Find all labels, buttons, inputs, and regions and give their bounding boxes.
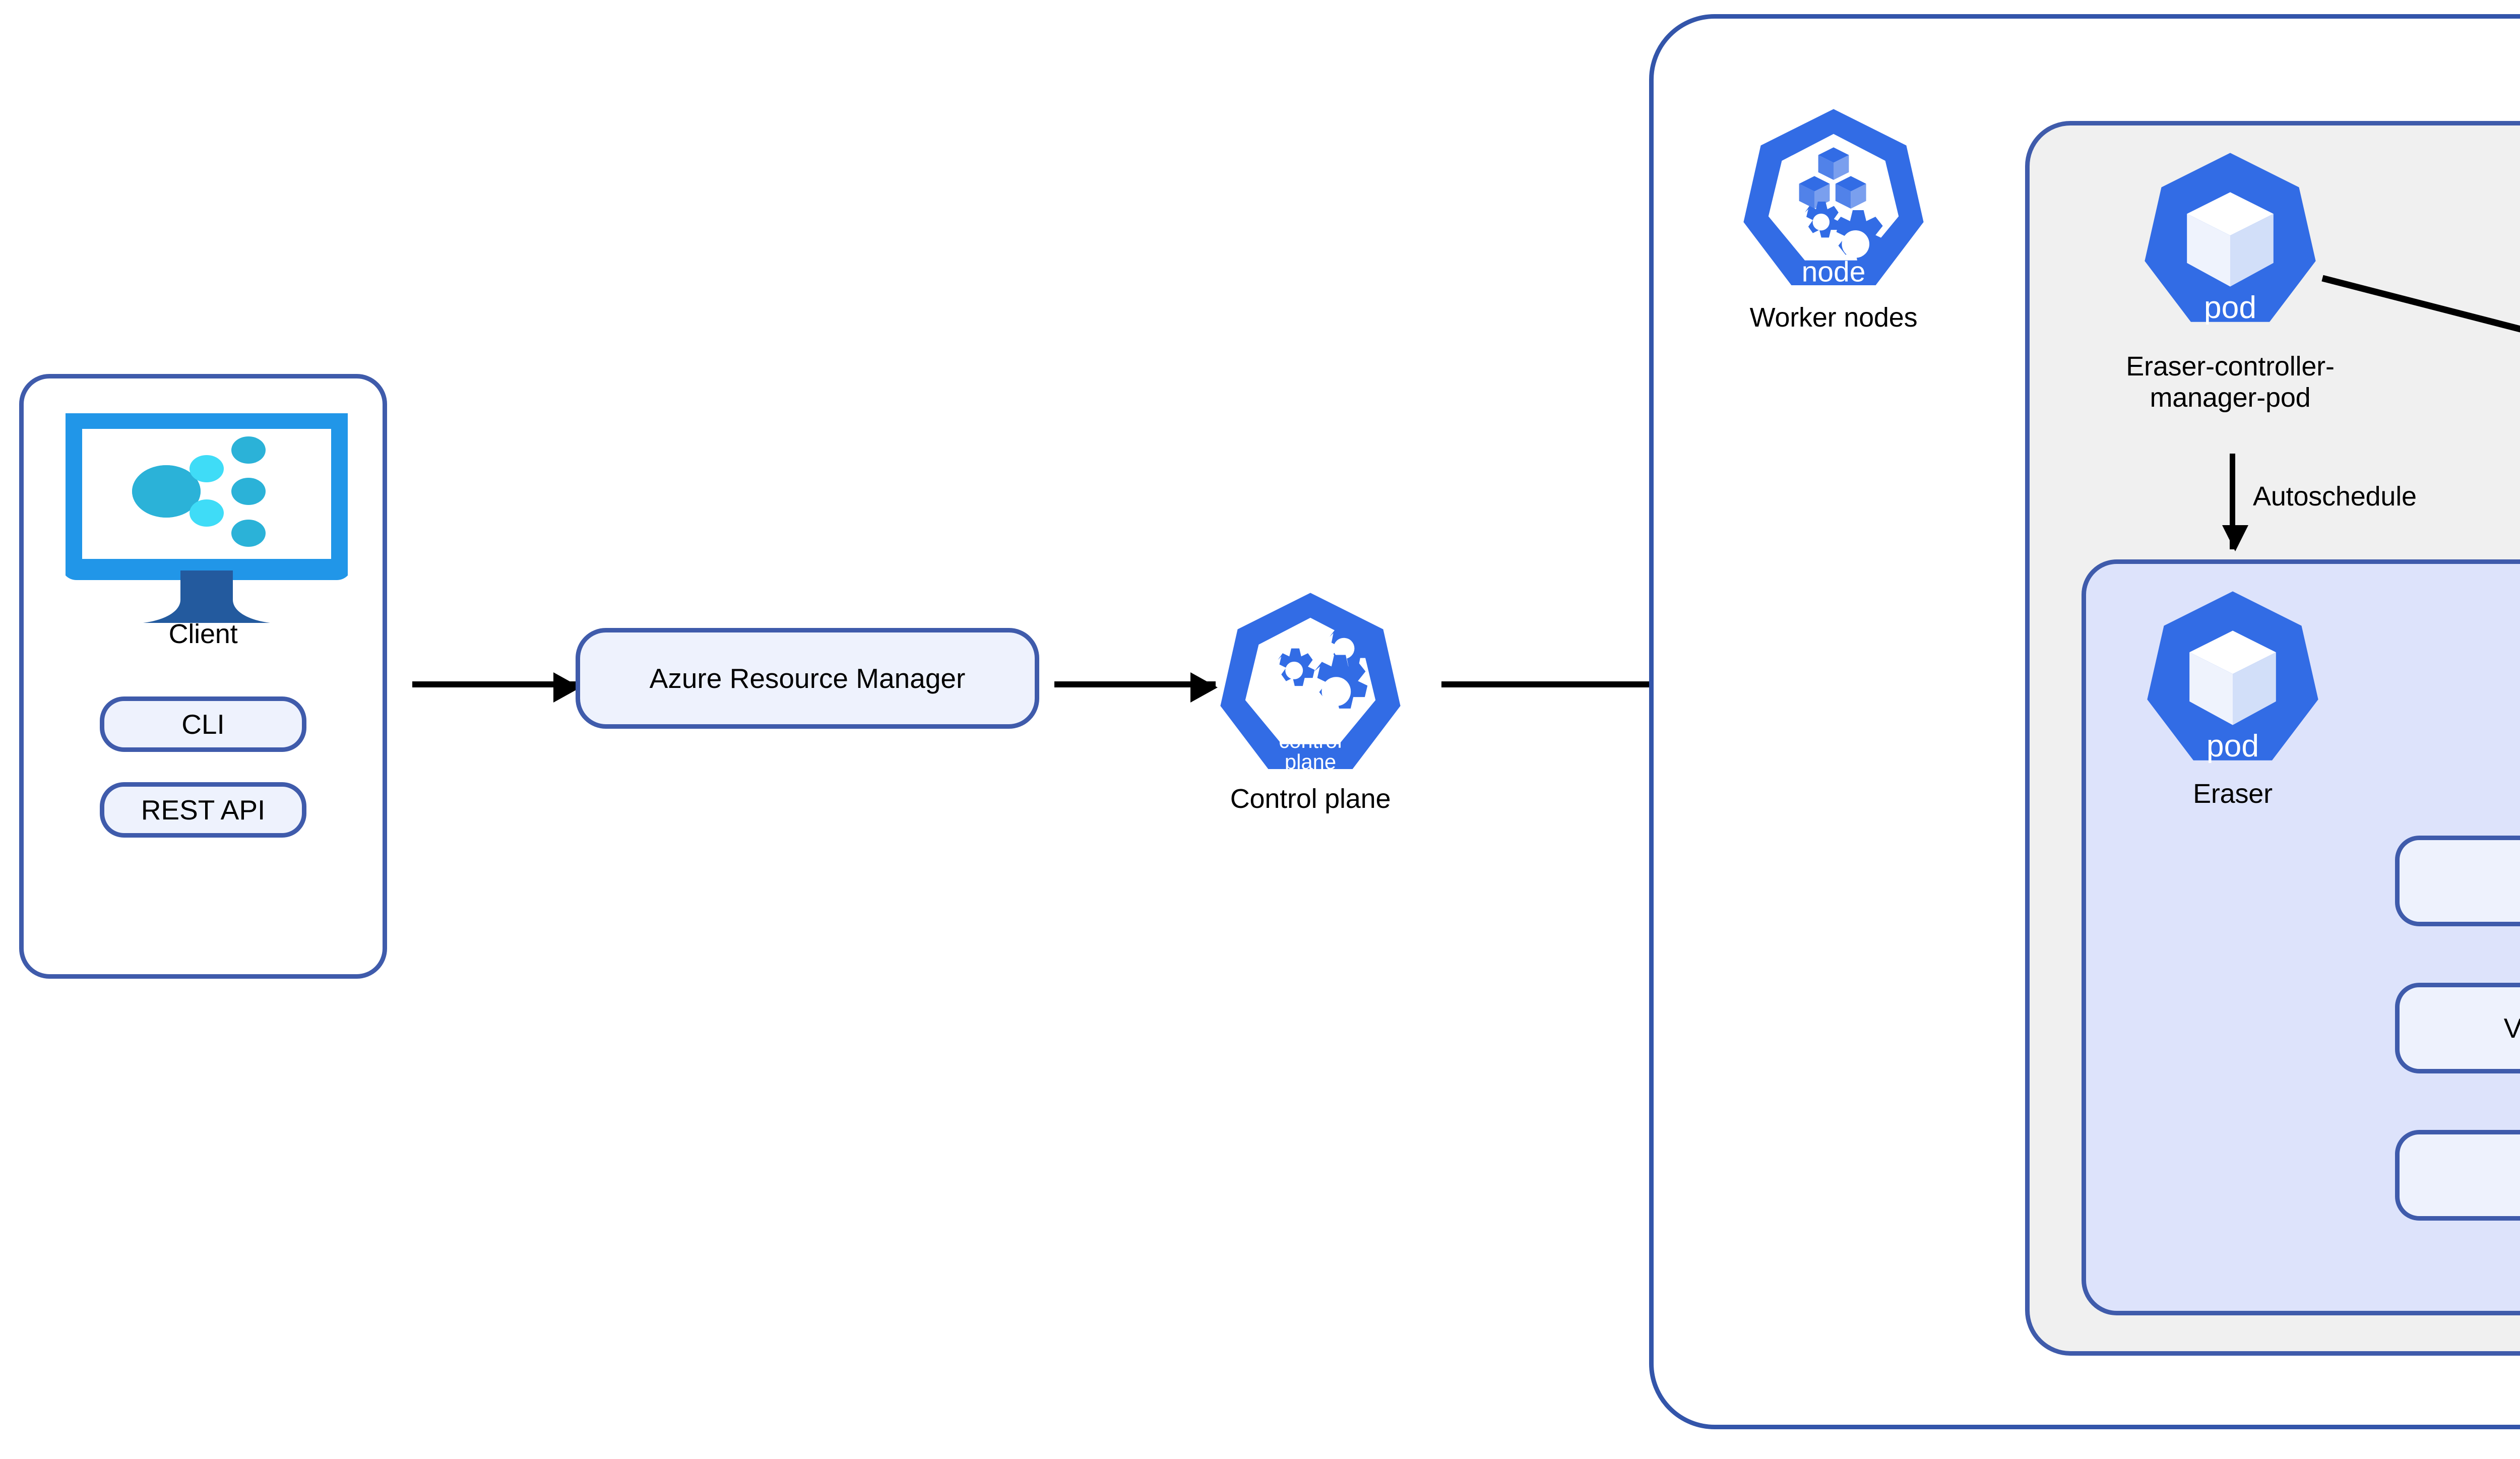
arrow-autoschedule xyxy=(2222,454,2248,551)
client-monitor-icon xyxy=(61,408,352,627)
azure-resource-manager-label: Azure Resource Manager xyxy=(649,663,966,694)
svg-text:pod: pod xyxy=(2207,729,2259,764)
svg-text:node: node xyxy=(1802,256,1866,288)
worker-nodes-label: Worker nodes xyxy=(1749,302,1918,333)
arrow-controller-to-remover xyxy=(2321,275,2520,333)
svg-text:control: control xyxy=(1279,729,1342,752)
eraser-pod-label: Eraser xyxy=(2193,779,2273,809)
pipeline-stage-vulnerability-scanner[interactable]: Vulnerability scanner xyxy=(2395,983,2520,1073)
arrow-client-to-arm xyxy=(412,672,581,703)
pipeline-stage-remover[interactable]: Remover xyxy=(2395,1130,2520,1221)
client-option-rest-api[interactable]: REST API xyxy=(100,782,306,838)
eraser-pod-badge[interactable]: pod xyxy=(2134,580,2331,776)
autoschedule-label: Autoschedule xyxy=(2253,481,2417,512)
arrow-arm-to-control-plane xyxy=(1054,672,1218,703)
client-option-cli[interactable]: CLI xyxy=(100,696,306,752)
svg-text:pod: pod xyxy=(2204,290,2256,325)
pipeline-stage-collector[interactable]: Collector xyxy=(2395,836,2520,926)
control-plane-badge[interactable]: control plane xyxy=(1215,587,1406,779)
client-option-cli-label: CLI xyxy=(181,709,225,740)
control-plane-label: Control plane xyxy=(1230,784,1391,814)
svg-text:plane: plane xyxy=(1285,750,1336,774)
eraser-controller-manager-pod-badge[interactable]: pod xyxy=(2132,141,2328,338)
worker-nodes-badge[interactable]: node xyxy=(1738,103,1929,295)
azure-resource-manager-node[interactable]: Azure Resource Manager xyxy=(576,628,1039,729)
eraser-controller-manager-pod-label: Eraser-controller- manager-pod xyxy=(2126,351,2335,413)
client-label: Client xyxy=(168,619,238,649)
pipeline-stage-vulnerability-scanner-label: Vulnerability scanner xyxy=(2503,1012,2520,1044)
client-option-rest-api-label: REST API xyxy=(141,794,266,826)
